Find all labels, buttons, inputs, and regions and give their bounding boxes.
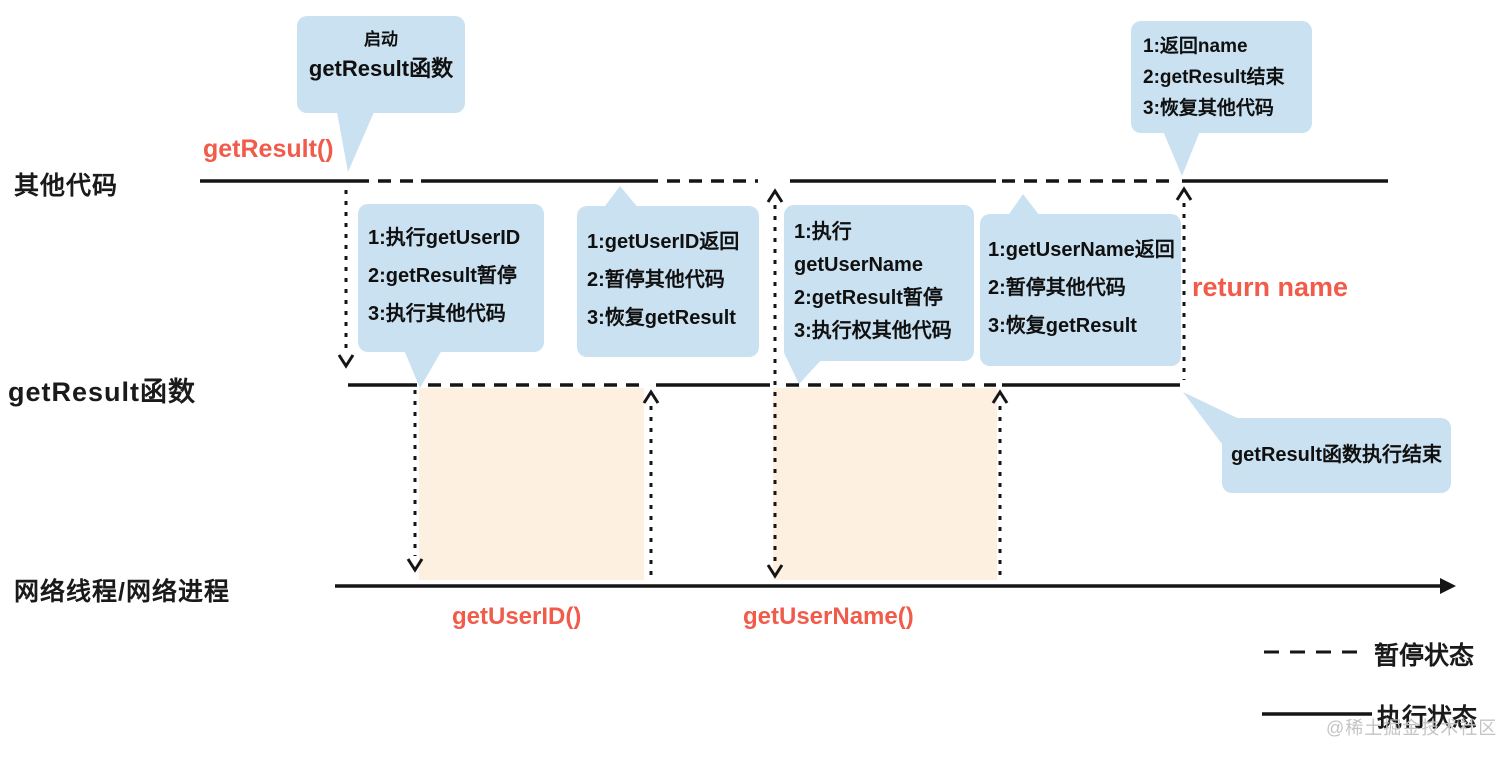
bubble-step2-get-user-id-return: 1:getUserID返回 2:暂停其他代码 3:恢复getResult — [577, 206, 759, 357]
network-line-arrowhead — [1440, 578, 1456, 594]
bubble-step3-line: getUserName — [794, 254, 923, 276]
start-bubble-pointer — [337, 112, 374, 172]
row-label-network: 网络线程/网络进程 — [14, 578, 230, 606]
bubble-finish-line: 2:getResult结束 — [1143, 67, 1285, 88]
row-label-other-code: 其他代码 — [14, 172, 119, 200]
get-user-name-activity-panel — [773, 388, 997, 580]
network-activity-panels — [419, 388, 997, 580]
bubble-finish-return-name: 1:返回name 2:getResult结束 3:恢复其他代码 — [1131, 21, 1312, 133]
bubble-step1-call-get-user-id: 1:执行getUserID 2:getResult暂停 3:执行其他代码 — [358, 204, 544, 352]
arrow-return-name — [1175, 186, 1193, 380]
bubble-start-get-result: 启动 getResult函数 — [297, 16, 465, 113]
bubble-get-result-finished: getResult函数执行结束 — [1222, 418, 1451, 493]
arrow-call-get-user-id — [406, 390, 424, 573]
bubble-step1-line: 3:执行其他代码 — [368, 303, 506, 325]
step3-bubble-pointer — [786, 357, 824, 384]
watermark: @稀土掘金技术社区 — [1326, 718, 1498, 738]
step1-bubble-pointer — [404, 350, 442, 388]
legend-samples — [1262, 650, 1372, 716]
bubble-step4-get-user-name-return: 1:getUserName返回 2:暂停其他代码 3:恢复getResult — [980, 214, 1181, 366]
bubble-step2-line: 3:恢复getResult — [587, 307, 736, 329]
step4-bubble-pointer — [1005, 194, 1043, 220]
bubble-finish-line: 3:恢复其他代码 — [1143, 98, 1274, 119]
bubble-end-text: getResult函数执行结束 — [1230, 444, 1443, 466]
bubble-step4-line: 1:getUserName返回 — [988, 239, 1175, 261]
bubble-step4-line: 2:暂停其他代码 — [988, 277, 1126, 299]
bubble-step2-line: 2:暂停其他代码 — [587, 269, 725, 291]
arrow-start-get-result — [337, 190, 355, 369]
row-label-get-result-fn: getResult函数 — [8, 377, 197, 407]
bubble-step4-line: 3:恢复getResult — [988, 315, 1137, 337]
bubble-step3-line: 3:执行权其他代码 — [794, 320, 952, 342]
get-user-name-call-label: getUserName() — [743, 603, 914, 630]
arrow-resume-other-and-call-get-user-name — [766, 188, 784, 579]
bubble-step3-call-get-user-name: 1:执行 getUserName 2:getResult暂停 3:执行权其他代码 — [784, 205, 974, 361]
get-user-id-call-label: getUserID() — [452, 603, 582, 630]
arrow-get-user-id-returns — [642, 389, 660, 580]
return-name-label: return name — [1192, 272, 1349, 302]
bubble-start-line1: 启动 — [364, 30, 398, 49]
bubble-start-line2: getResult函数 — [308, 56, 454, 81]
legend-running-label: 执行状态 — [1377, 704, 1478, 732]
bubble-step1-line: 1:执行getUserID — [368, 227, 521, 249]
timeline-network — [335, 578, 1456, 594]
bubble-step1-line: 2:getResult暂停 — [368, 265, 517, 287]
transfer-arrows — [337, 186, 1193, 580]
bubble-step3-line: 2:getResult暂停 — [794, 287, 943, 309]
bubble-step3-line: 1:执行 — [794, 221, 852, 243]
arrow-get-user-name-returns — [991, 389, 1009, 580]
get-result-call-label: getResult() — [203, 135, 334, 163]
bubble-finish-line: 1:返回name — [1143, 36, 1248, 57]
finish-bubble-pointer — [1163, 131, 1200, 176]
bubble-step2-line: 1:getUserID返回 — [587, 231, 740, 253]
step2-bubble-pointer — [602, 186, 640, 210]
legend-paused-label: 暂停状态 — [1374, 642, 1475, 670]
get-user-id-activity-panel — [419, 388, 644, 580]
